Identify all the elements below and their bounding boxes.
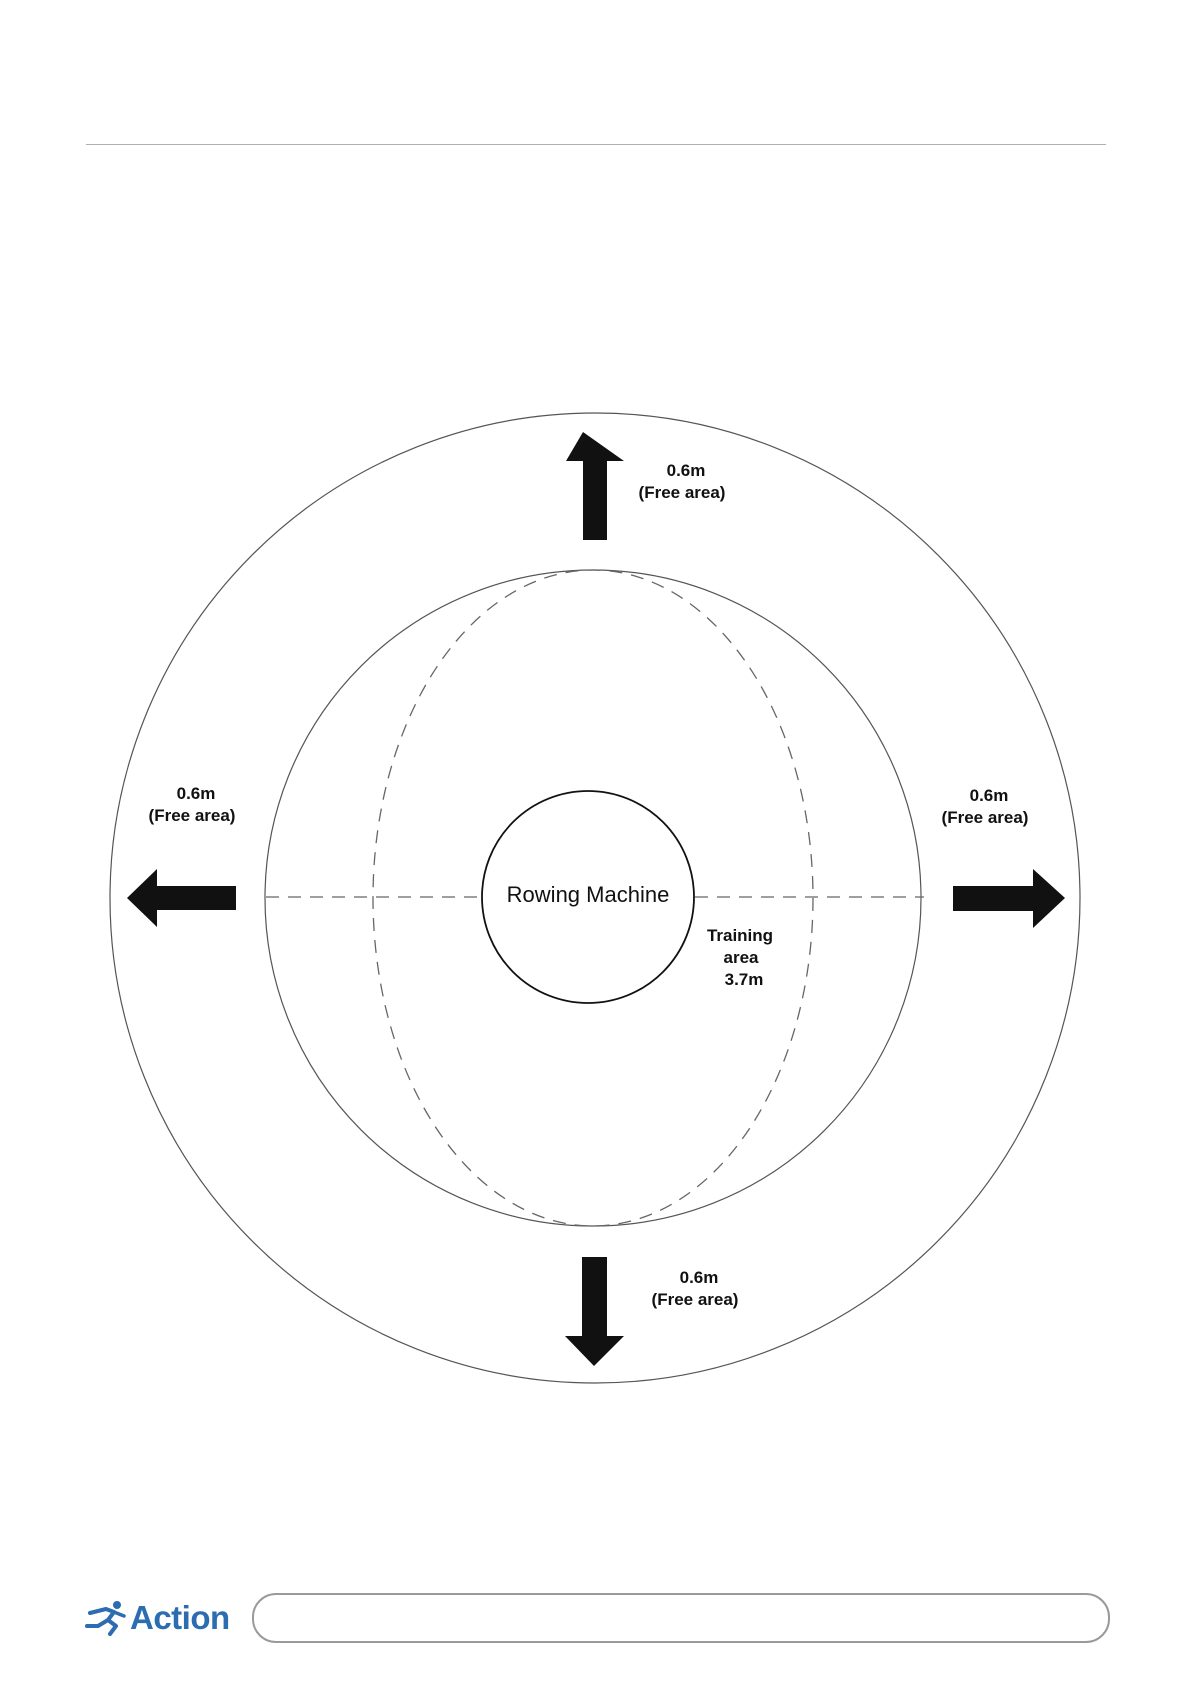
top-free-value: 0.6m [667,461,706,480]
footer-pill-box [252,1593,1110,1643]
right-free-value: 0.6m [970,786,1009,805]
left-free-caption: (Free area) [149,806,236,825]
arrow-right-icon [953,869,1065,928]
bottom-free-value: 0.6m [680,1268,719,1287]
arrow-left-icon [127,869,236,927]
arrow-up-icon [566,432,624,540]
right-free-caption: (Free area) [942,808,1029,827]
training-area-line-2: area [724,948,760,967]
rowing-machine-label: Rowing Machine [507,882,670,907]
page-footer: Action [84,1592,1110,1642]
bottom-free-caption: (Free area) [652,1290,739,1309]
brand-logo: Action [84,1598,230,1638]
running-figure-icon [84,1600,128,1636]
training-area-line-3: 3.7m [725,970,764,989]
top-free-caption: (Free area) [639,483,726,502]
training-area-line-1: Training [707,926,773,945]
brand-name: Action [130,1599,230,1637]
left-free-value: 0.6m [177,784,216,803]
arrow-down-icon [565,1257,624,1366]
